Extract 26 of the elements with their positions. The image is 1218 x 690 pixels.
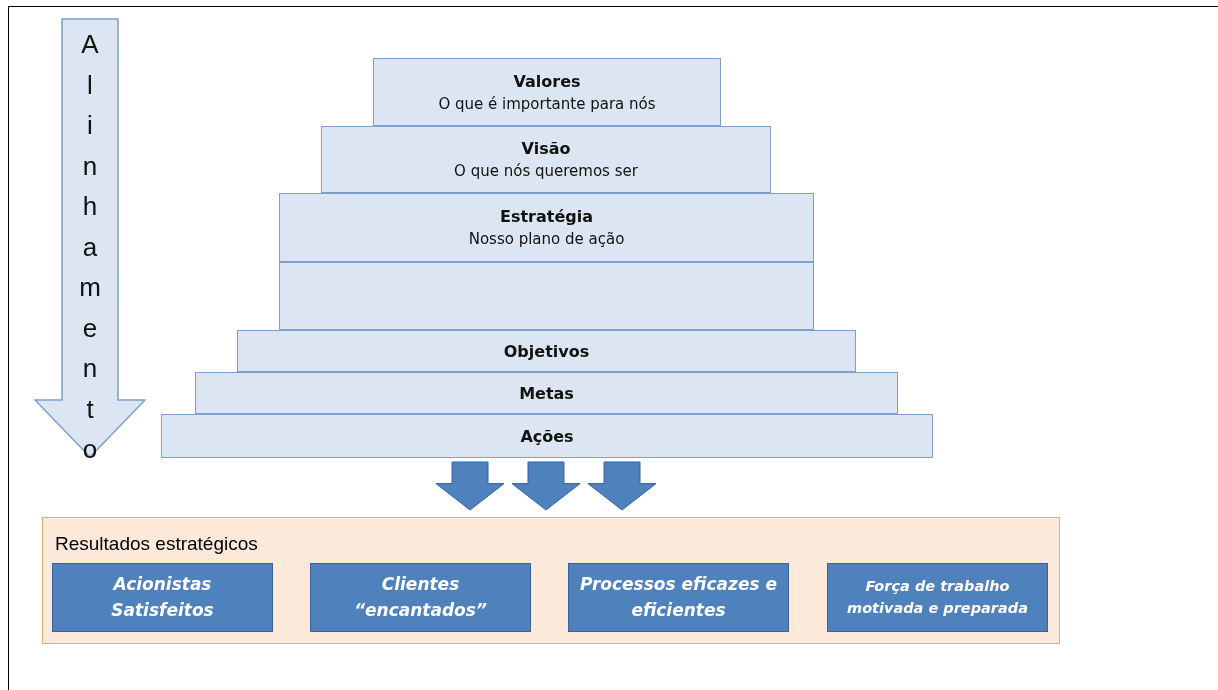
block-arrow bbox=[587, 461, 657, 511]
pyramid-step bbox=[195, 372, 898, 414]
result-box: Força de trabalho motivada e preparada bbox=[827, 563, 1048, 632]
pyramid-step bbox=[279, 262, 814, 330]
panel-title: Resultados estratégicos bbox=[55, 533, 258, 555]
step-title: Metas bbox=[519, 383, 574, 403]
step-subtitle: Nosso plano de ação bbox=[468, 230, 625, 248]
pyramid-step bbox=[321, 126, 771, 193]
pyramid-step bbox=[237, 330, 856, 372]
step-title: Visão bbox=[521, 139, 571, 158]
result-box: Clientes “encantados” bbox=[310, 563, 531, 632]
pyramid-step bbox=[373, 58, 721, 126]
pyramid-step bbox=[279, 193, 814, 262]
block-arrow bbox=[511, 461, 581, 511]
pyramid-step bbox=[161, 414, 933, 458]
step-subtitle: O que é importante para nós bbox=[438, 94, 656, 113]
result-box: Acionistas Satisfeitos bbox=[52, 563, 273, 632]
step-title: Objetivos bbox=[503, 341, 590, 361]
result-box: Processos eficazes e eficientes bbox=[568, 563, 789, 632]
step-title: Valores bbox=[513, 71, 581, 91]
step-subtitle: O que nós queremos ser bbox=[454, 162, 638, 180]
block-arrow bbox=[435, 461, 505, 511]
step-title: Estratégia bbox=[500, 207, 593, 226]
vertical-label: Alinhamento bbox=[79, 28, 101, 467]
results-panel bbox=[42, 517, 1060, 644]
step-title: Ações bbox=[520, 426, 574, 446]
